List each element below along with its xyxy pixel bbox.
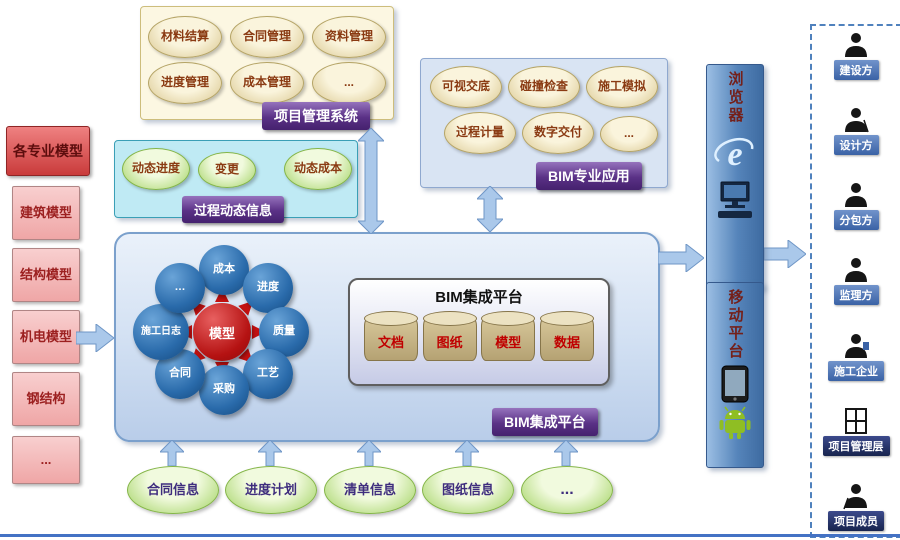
arrow-drawing-info-up [455, 440, 479, 466]
stakeholder-supervisor: 监理方 [833, 256, 879, 306]
hub-node-site-log: 施工日志 [133, 304, 189, 360]
process-info-label: 过程动态信息 [182, 196, 285, 223]
app-more: ... [600, 116, 658, 152]
arrow-pm-platform-bidirectional [358, 128, 384, 234]
member-icon [843, 483, 867, 510]
bottom-divider [0, 534, 900, 537]
model-box-steel: 钢结构 [12, 372, 80, 426]
model-box-mep: 机电模型 [12, 310, 80, 364]
input-drawing-info: 图纸信息 [422, 466, 514, 514]
android-icon [719, 406, 751, 439]
ie-browser-icon: e [714, 136, 754, 173]
bim-apps-label: BIM专业应用 [536, 162, 642, 190]
mobile-channel: 移动平台 [706, 282, 764, 468]
app-simulation: 施工模拟 [586, 66, 658, 108]
subcontractor-icon [845, 183, 867, 208]
app-digital-delivery: 数字交付 [522, 112, 594, 154]
pm-item-schedule: 进度管理 [148, 62, 222, 104]
process-item-cost: 动态成本 [284, 148, 352, 190]
pm-system-label: 项目管理系统 [262, 102, 370, 130]
cylinder-data: 数据 [539, 311, 594, 361]
arrow-schedule-plan-up [258, 440, 282, 466]
pm-item-more: ... [312, 62, 386, 104]
stakeholder-owner: 建设方 [833, 31, 879, 80]
app-visual-briefing: 可视交底 [430, 66, 502, 108]
cylinder-row: 文档 图纸 模型 数据 [350, 307, 608, 361]
desktop-computer-icon [718, 181, 752, 218]
svg-text:e: e [727, 136, 742, 173]
hub-node-procurement: 采购 [199, 365, 249, 415]
arrow-apps-platform-bidirectional [477, 186, 503, 232]
pm-item-cost: 成本管理 [230, 62, 304, 104]
arrow-models-to-platform [76, 324, 114, 352]
supervisor-icon [845, 258, 867, 283]
hub-node-craft: 工艺 [243, 349, 293, 399]
tablet-icon [721, 365, 749, 403]
stakeholder-management: 项目管理层 [822, 407, 890, 456]
hub-node-schedule: 进度 [243, 263, 293, 313]
stakeholder-subcontractor: 分包方 [833, 181, 879, 231]
hub-node-more: … [155, 263, 205, 313]
pm-item-material: 材料结算 [148, 16, 222, 58]
input-contract-info: 合同信息 [127, 466, 219, 514]
hub-node-quality: 质量 [259, 307, 309, 357]
arrow-platform-to-channels [658, 244, 704, 272]
cylinder-models: 模型 [481, 311, 536, 361]
browser-channel: 浏览器 e [706, 64, 764, 290]
input-schedule-plan: 进度计划 [225, 466, 317, 514]
contractor-icon [845, 333, 869, 358]
arrow-more-info-up [554, 440, 578, 466]
arrow-contract-info-up [160, 440, 184, 466]
process-item-change: 变更 [198, 152, 256, 188]
model-box-structure: 结构模型 [12, 248, 80, 302]
platform-label: BIM集成平台 [492, 408, 598, 436]
management-icon [845, 407, 867, 434]
model-box-more: ... [12, 436, 80, 484]
pm-item-document: 资料管理 [312, 16, 386, 58]
input-more: ... [521, 466, 613, 514]
cylinder-drawings: 图纸 [422, 311, 477, 361]
app-clash-check: 碰撞检查 [508, 66, 580, 108]
hub-node-cost: 成本 [199, 245, 249, 295]
stakeholder-contractor: 施工企业 [828, 332, 884, 381]
pm-item-contract: 合同管理 [230, 16, 304, 58]
designer-icon [845, 108, 869, 133]
arrow-list-info-up [357, 440, 381, 466]
hub-center-model: 模型 [193, 303, 251, 361]
platform-core-box: BIM集成平台 文档 图纸 模型 数据 [348, 278, 610, 386]
discipline-models-title: 各专业模型 [6, 126, 90, 176]
model-box-architecture: 建筑模型 [12, 186, 80, 240]
owner-icon [845, 33, 867, 57]
app-measurement: 过程计量 [444, 112, 516, 154]
arrow-channels-to-stakeholders [764, 240, 806, 268]
stakeholder-designer: 设计方 [833, 106, 879, 156]
browser-label: 浏览器 [726, 71, 744, 125]
stakeholder-member: 项目成员 [828, 482, 884, 531]
stakeholders-panel: 建设方 设计方 分包方 监理方 施工企业 项目管理层 项目成员 [810, 24, 900, 538]
cylinder-documents: 文档 [364, 311, 418, 361]
platform-core-title: BIM集成平台 [435, 289, 523, 306]
mobile-label: 移动平台 [726, 289, 744, 361]
input-list-info: 清单信息 [324, 466, 416, 514]
process-item-progress: 动态进度 [122, 148, 190, 190]
